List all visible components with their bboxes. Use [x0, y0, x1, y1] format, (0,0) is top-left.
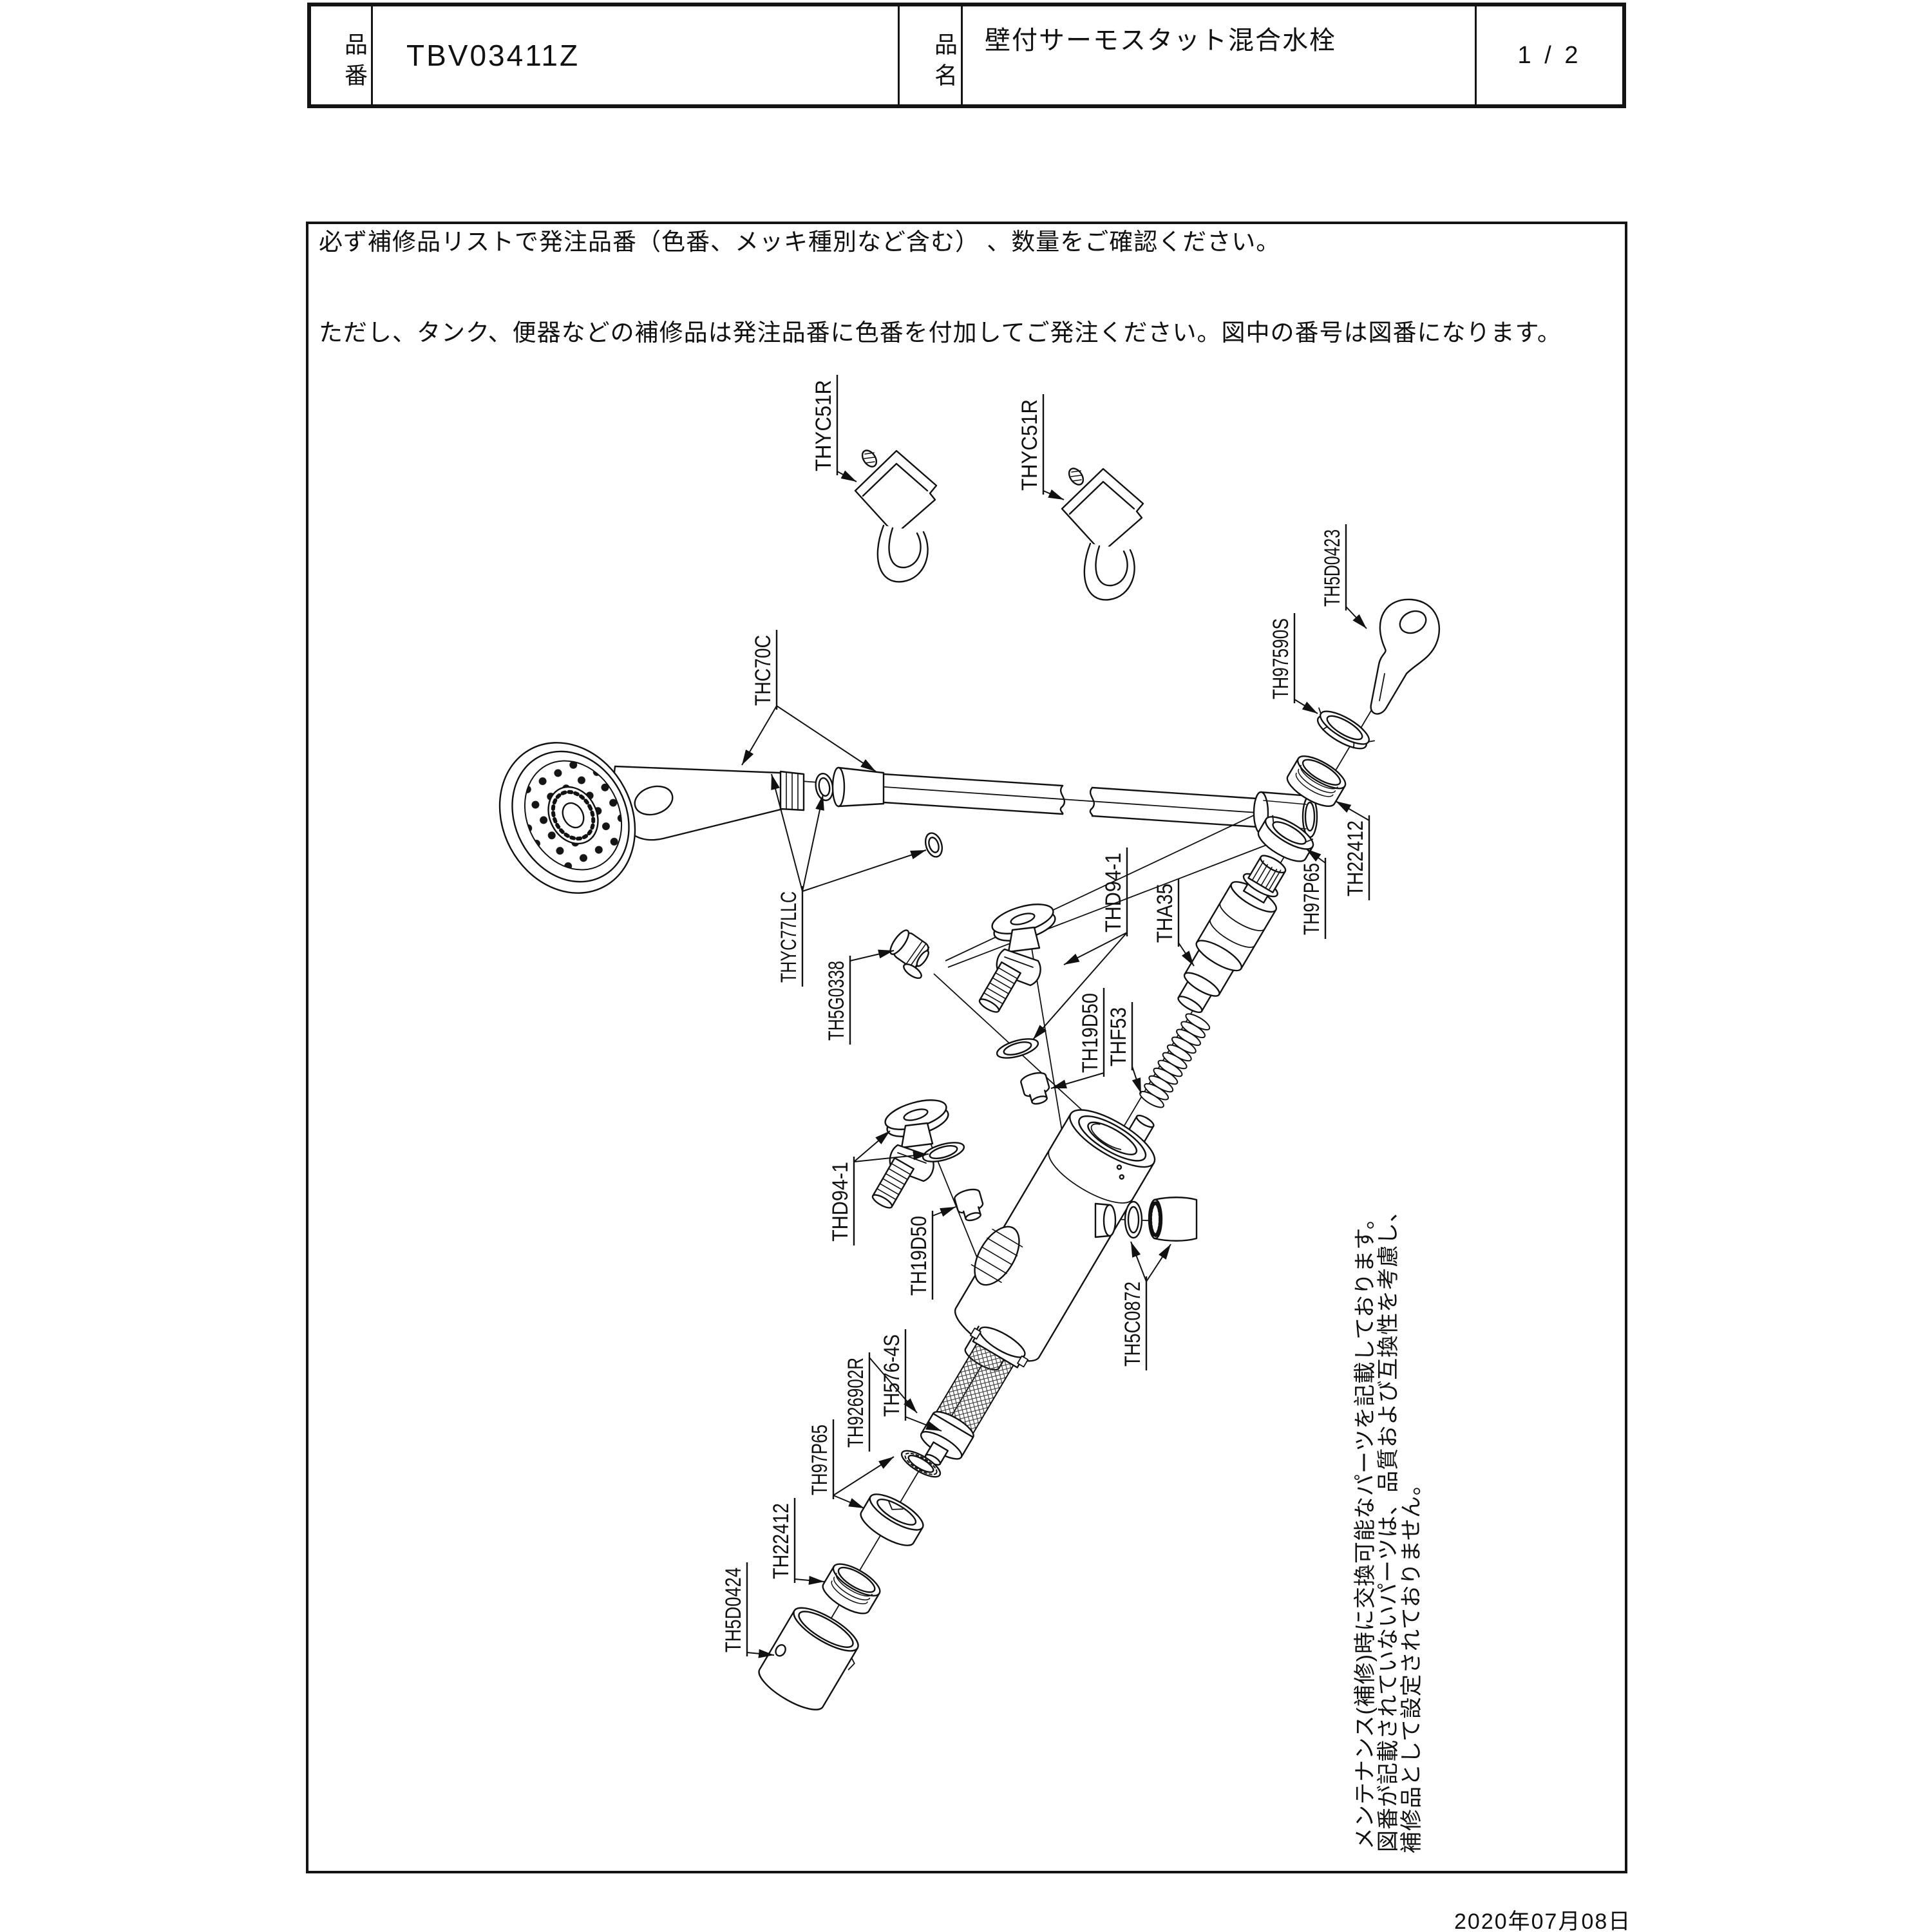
check-valve-cap-part [1124, 1197, 1198, 1242]
cartridge-part [1177, 855, 1287, 1014]
part-label-th5d0423: TH5D0423 [1320, 524, 1367, 629]
part-number-label: 品番 [311, 6, 373, 104]
svg-text:TH576-4S: TH576-4S [880, 1334, 904, 1417]
nut-th19d50-part-2 [954, 1188, 984, 1222]
svg-text:THA35: THA35 [1153, 884, 1177, 943]
svg-text:THYC51R: THYC51R [1018, 399, 1042, 491]
svg-text:TH5C0872: TH5C0872 [1121, 1282, 1145, 1367]
maintenance-note-line3: 補修品として設定されておりません。 [1399, 1473, 1424, 1853]
svg-text:TH22412: TH22412 [769, 1503, 793, 1579]
part-label-tha35: THA35 [1153, 878, 1195, 967]
part-label-th22412-1: TH22412 [1335, 800, 1370, 900]
ring-th97p65-part [1257, 815, 1314, 862]
svg-text:TH97P65: TH97P65 [1300, 863, 1324, 935]
diagram-frame [306, 222, 1627, 1873]
svg-text:TH97590S: TH97590S [1269, 618, 1293, 699]
washer-th97p65-part [900, 1450, 942, 1478]
svg-text:TH22412: TH22412 [1343, 820, 1368, 896]
flow-knob-part [971, 1226, 1023, 1286]
svg-text:THD94-1: THD94-1 [1101, 853, 1126, 933]
part-label-thyc77llc: THYC77LLC [771, 773, 927, 987]
part-label-thd94-1-1: THD94-1 [1032, 848, 1128, 1040]
part-label-thyc51r-1: THYC51R [811, 375, 857, 482]
svg-text:THD94-1: THD94-1 [828, 1162, 853, 1242]
nut-th22412-part-2 [822, 1563, 881, 1615]
ordering-notes: 必ず補修品リストで発注品番（色番、メッキ種別など含む） 、数量をご確認ください。… [319, 166, 1562, 408]
packing-washer-part [996, 1038, 1039, 1059]
svg-text:TH19D50: TH19D50 [907, 1216, 931, 1296]
part-label-th926902r: TH926902R [844, 1352, 918, 1452]
spring-part [1139, 1013, 1211, 1108]
svg-text:TH97P65: TH97P65 [808, 1425, 832, 1495]
lever-handle-part [1370, 598, 1441, 715]
shower-hook-part-2 [1061, 465, 1144, 601]
svg-text:TH926902R: TH926902R [844, 1358, 868, 1448]
svg-text:TH19D50: TH19D50 [1078, 993, 1103, 1073]
nut-th19d50-part [1020, 1072, 1050, 1105]
shower-head-part [498, 742, 805, 894]
svg-text:TH5D0424: TH5D0424 [721, 1567, 746, 1653]
part-label-thc70c: THC70C [741, 630, 876, 772]
ordering-note-line1: 必ず補修品リストで発注品番（色番、メッキ種別など含む） 、数量をご確認ください。 [319, 229, 1281, 255]
shower-elbow-part [889, 929, 930, 980]
part-label-th19d50-1: TH19D50 [1050, 988, 1105, 1089]
svg-text:THYC51R: THYC51R [811, 380, 836, 471]
part-label-th5c0872: TH5C0872 [1121, 1241, 1171, 1370]
retainer-collar-part [860, 1493, 924, 1546]
product-name-label: 品名 [900, 6, 963, 104]
part-label-th97590s: TH97590S [1269, 613, 1318, 714]
product-name-value: 壁付サーモスタット混合水栓 [963, 6, 1477, 104]
part-label-th22412-2: TH22412 [769, 1498, 825, 1585]
part-label-th97p65-2: TH97P65 [808, 1419, 895, 1509]
part-label-th5d0424: TH5D0424 [721, 1562, 775, 1658]
valve-boss-part [1094, 1202, 1117, 1238]
ring-th97590s-part [1316, 707, 1375, 750]
svg-text:THYC77LLC: THYC77LLC [777, 891, 801, 983]
o-ring-part [815, 772, 943, 858]
ordering-note-line2: ただし、タンク、便器などの補修品は発注品番に色番を付加してご発注ください。図中の… [319, 319, 1562, 346]
wall-union-part [978, 904, 1056, 1013]
page-indicator: 1 / 2 [1517, 41, 1582, 69]
svg-text:THF53: THF53 [1106, 1007, 1131, 1066]
shower-hook-part [854, 450, 938, 583]
cover-cap-part [758, 1607, 859, 1710]
part-label-th19d50-2: TH19D50 [907, 1206, 956, 1300]
svg-text:TH5G0338: TH5G0338 [824, 961, 849, 1041]
svg-text:THC70C: THC70C [751, 635, 775, 706]
part-label-thd94-1-2: THD94-1 [828, 1130, 929, 1245]
part-number-value: TBV03411Z [373, 6, 900, 104]
part-label-th97p65-1: TH97P65 [1300, 848, 1327, 939]
nut-th22412-part [1286, 755, 1347, 807]
issue-date: 2020年07月08日 [1454, 1909, 1632, 1932]
packing-washer-part-2 [922, 1142, 965, 1162]
part-label-th5g0338: TH5G0338 [824, 949, 895, 1045]
title-block: 品番 TBV03411Z 品名 壁付サーモスタット混合水栓 1 / 2 [307, 3, 1626, 108]
svg-text:TH5D0423: TH5D0423 [1320, 529, 1345, 607]
part-label-thyc51r-2: THYC51R [1018, 394, 1065, 500]
shower-hose-part [831, 766, 1318, 838]
part-label-thf53: THF53 [1106, 1002, 1142, 1094]
